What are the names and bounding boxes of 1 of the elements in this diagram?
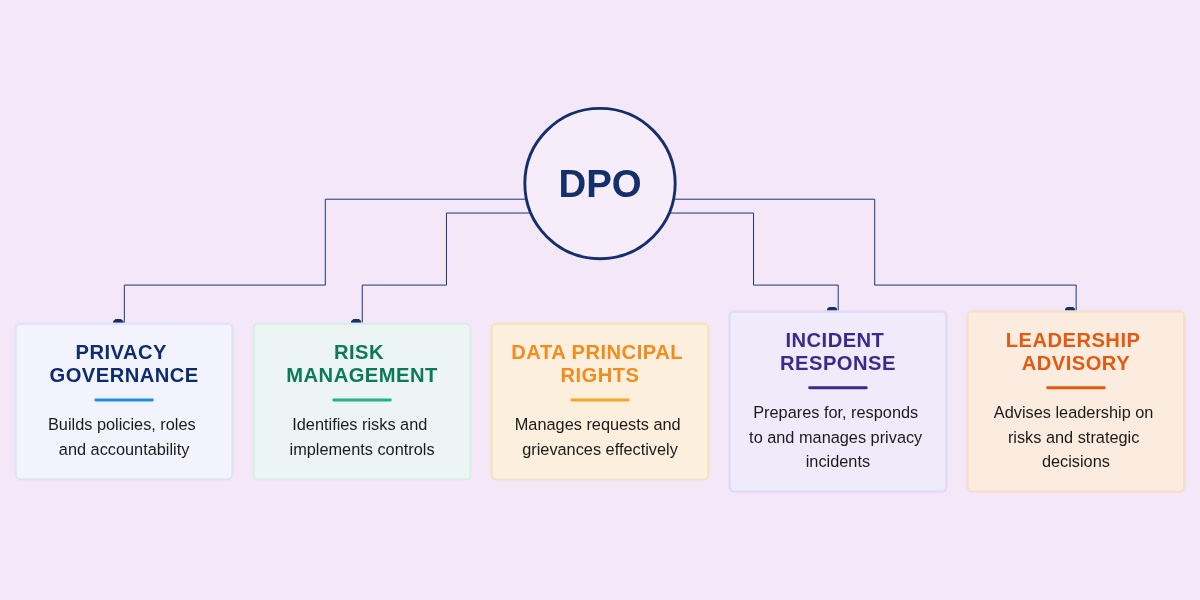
node-circle: DPO [523, 106, 677, 261]
